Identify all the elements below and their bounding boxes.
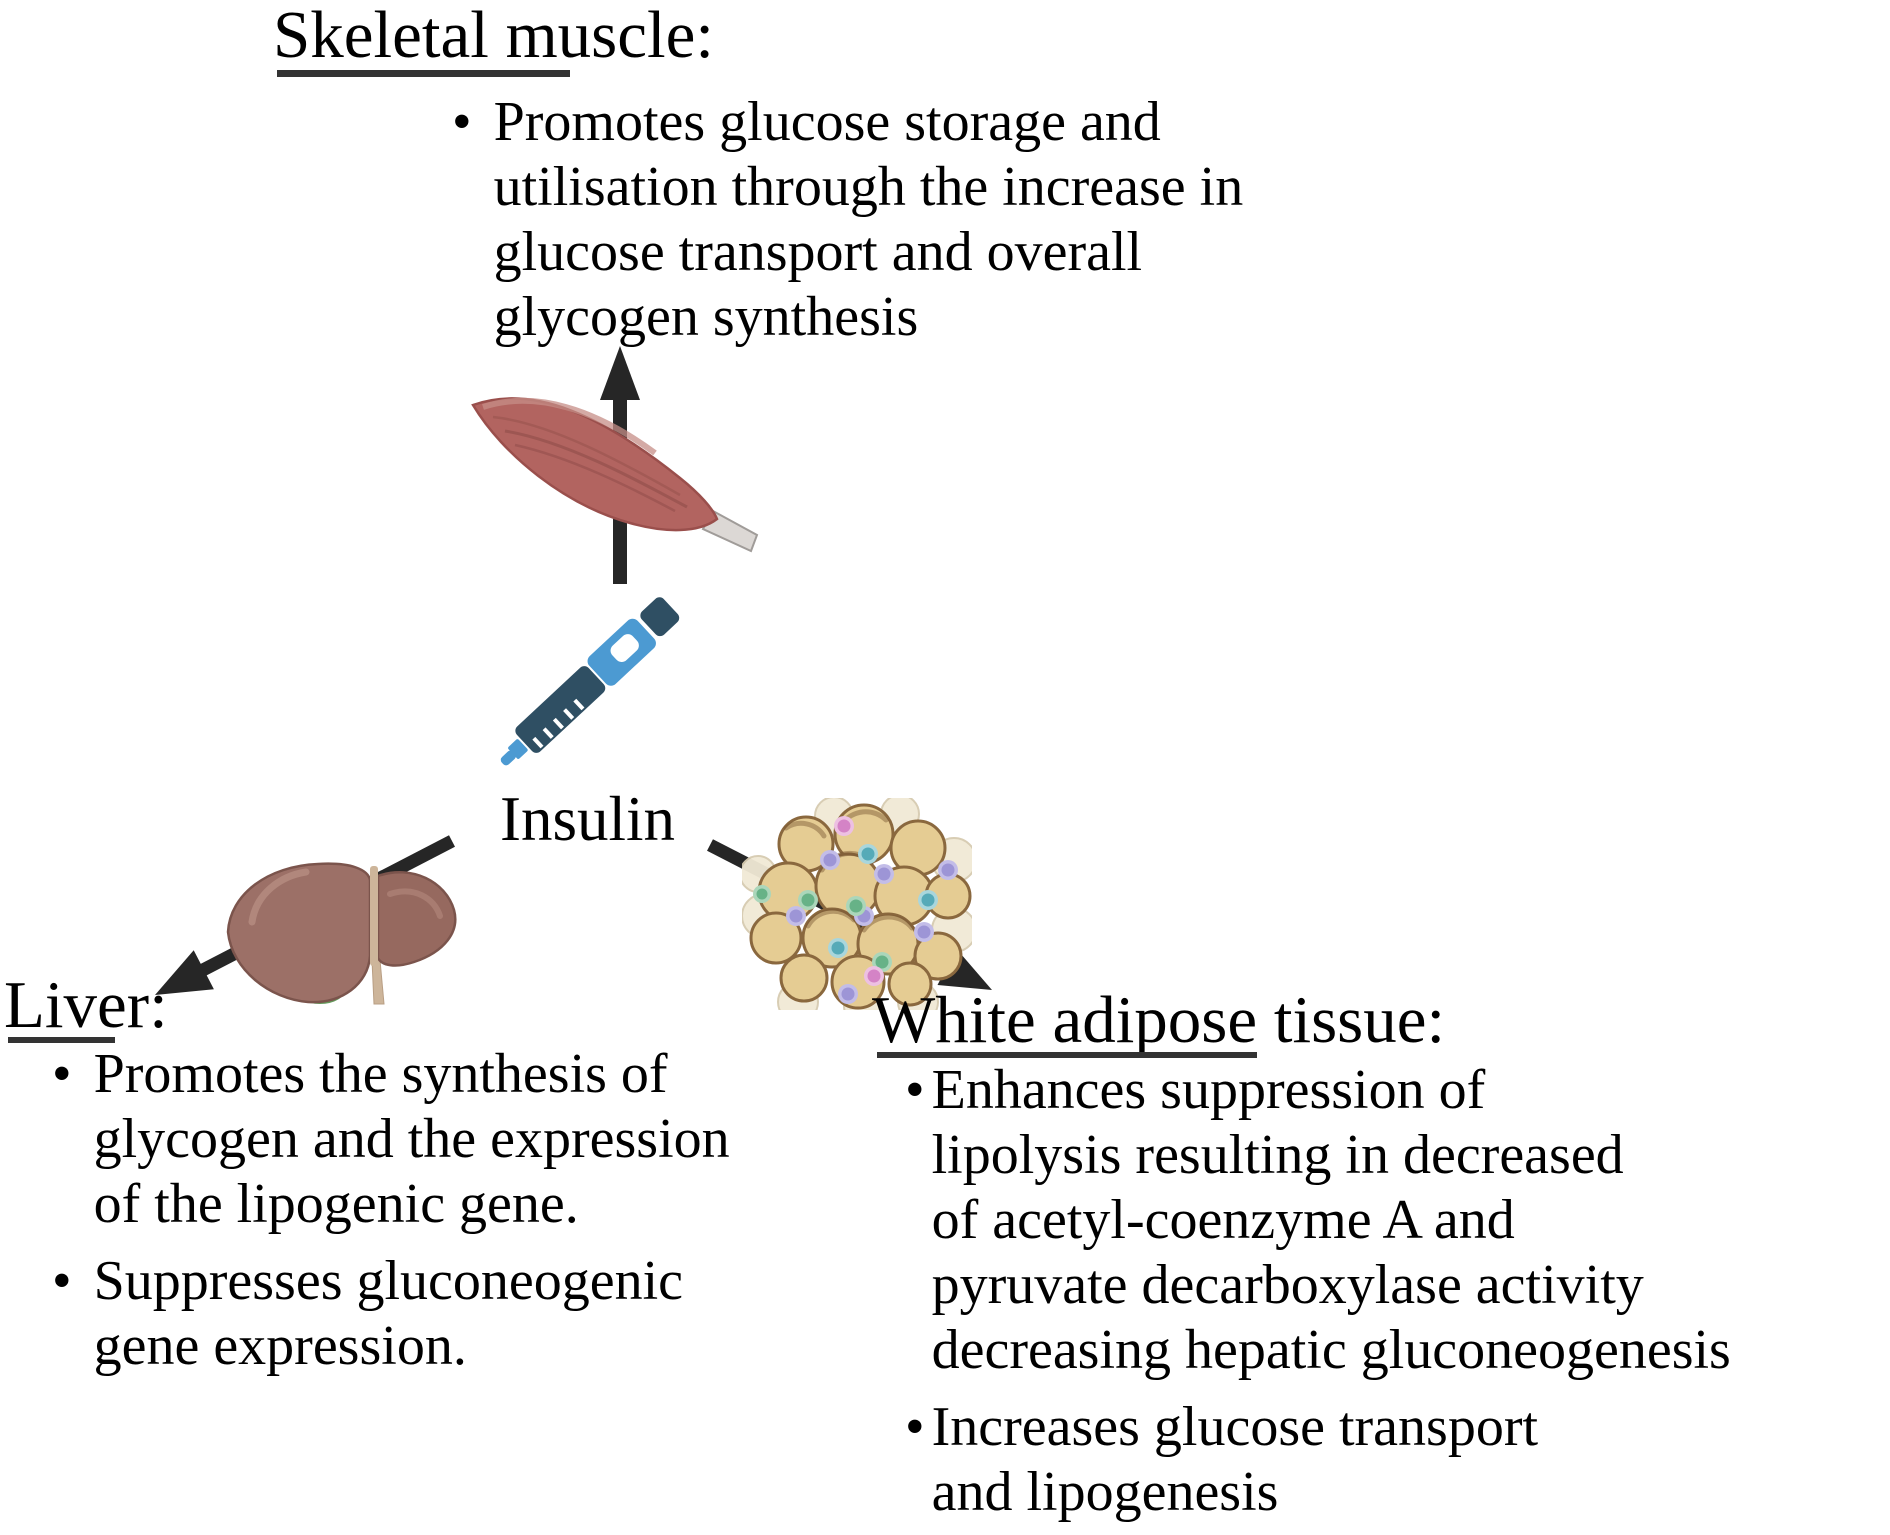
insulin-pen-icon [500,597,680,766]
skeletal-muscle-icon [471,397,759,553]
liver-bullet-text-1: Promotes the synthesis of glycogen and t… [93,1043,730,1235]
white-adipose-heading-underline [877,1052,1257,1058]
skeletal-muscle-heading: Skeletal muscle: [273,0,714,72]
skeletal-muscle-bullet-text: Promotes glucose storage and utilisation… [493,91,1244,348]
liver-bullet-text-2: Suppresses gluconeogenic gene expression… [93,1250,684,1377]
liver-left-lobe [226,862,372,1004]
list-item: • Promotes glucose storage and utilisati… [452,90,1272,350]
list-item: • Enhances suppression of lipolysis resu… [905,1058,1885,1383]
bullet-icon: • [52,1043,72,1105]
bullet-icon: • [452,91,472,153]
skeletal-muscle-heading-underline [277,70,570,77]
liver-right-lobe [376,871,457,967]
white-adipose-bullet-text-2: Increases glucose transport and lipogene… [931,1396,1539,1523]
list-item: • Promotes the synthesis of glycogen and… [52,1042,892,1237]
white-adipose-tissue-icon [742,798,972,1010]
white-adipose-heading: White adipose tissue: [872,983,1446,1057]
adipocytes [749,803,972,1010]
list-item: • Suppresses gluconeogenic gene expressi… [52,1249,892,1379]
white-adipose-bullet-list: • Enhances suppression of lipolysis resu… [905,1058,1885,1525]
white-adipose-bullet-text-1: Enhances suppression of lipolysis result… [931,1059,1731,1381]
insulin-label: Insulin [500,784,676,854]
liver-heading-underline [8,1037,115,1043]
bullet-icon: • [52,1250,72,1312]
bullet-icon: • [905,1059,925,1121]
list-item: • Increases glucose transport and lipoge… [905,1395,1885,1525]
stromal-cells [753,816,958,1004]
liver-icon [226,862,457,1005]
liver-heading: Liver: [4,968,168,1042]
skeletal-muscle-bullet-list: • Promotes glucose storage and utilisati… [452,90,1272,350]
liver-bullet-list: • Promotes the synthesis of glycogen and… [52,1042,892,1379]
bullet-icon: • [905,1396,925,1458]
